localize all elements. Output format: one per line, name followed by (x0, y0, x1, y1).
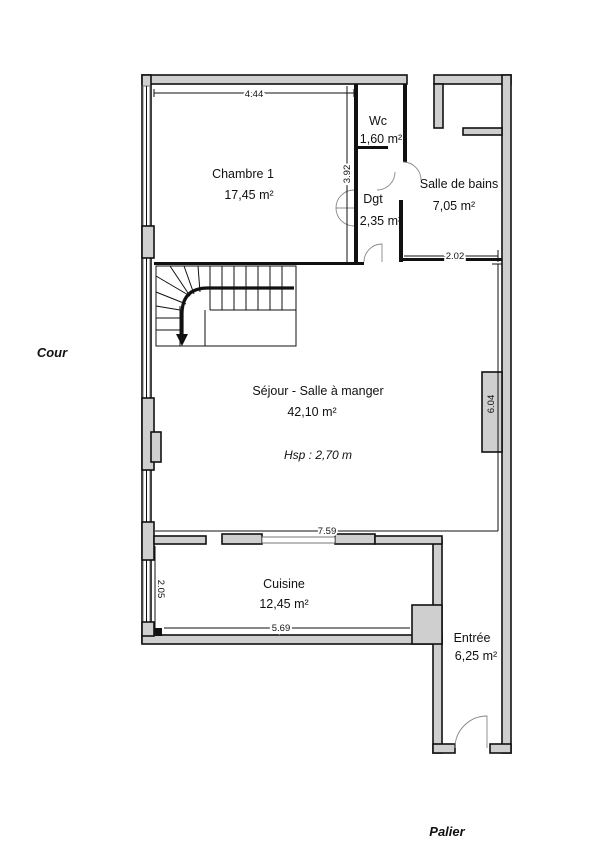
chambre-depth-label: 3.92 (342, 165, 353, 184)
room-name-chambre: Chambre 1 (212, 167, 274, 181)
ceiling-height-label: Hsp : 2,70 m (284, 448, 352, 462)
outside-label-palier: Palier (429, 824, 465, 839)
room-name-entree: Entrée (454, 631, 491, 645)
cuisine-width-label: 5.69 (272, 623, 291, 634)
room-area-sdb: 7,05 m² (433, 199, 475, 213)
sdb-width-label: 2.02 (446, 251, 465, 262)
partitions (153, 83, 503, 645)
room-name-sdb: Salle de bains (420, 177, 499, 191)
room-name-cuisine: Cuisine (263, 577, 305, 591)
room-name-dgt: Dgt (363, 192, 383, 206)
room-area-dgt: 2,35 m² (360, 214, 402, 228)
sejour-depth-label: 6.04 (486, 395, 497, 414)
sejour-width-label: 7.59 (318, 526, 337, 537)
left-windows (141, 85, 162, 637)
room-area-cuisine: 12,45 m² (259, 597, 308, 611)
staircase (155, 265, 297, 347)
cuisine-depth-label: 2.05 (155, 580, 166, 599)
dimension-lines (153, 86, 502, 632)
doors (335, 161, 488, 749)
chambre-width-label: 4.44 (245, 89, 264, 100)
room-name-sejour: Séjour - Salle à manger (252, 384, 383, 398)
room-area-wc: 1,60 m² (360, 132, 402, 146)
room-area-sejour: 42,10 m² (287, 405, 336, 419)
room-area-chambre: 17,45 m² (224, 188, 273, 202)
room-area-entree: 6,25 m² (455, 649, 497, 663)
outside-label-cour: Cour (37, 345, 68, 360)
room-name-wc: Wc (369, 114, 387, 128)
